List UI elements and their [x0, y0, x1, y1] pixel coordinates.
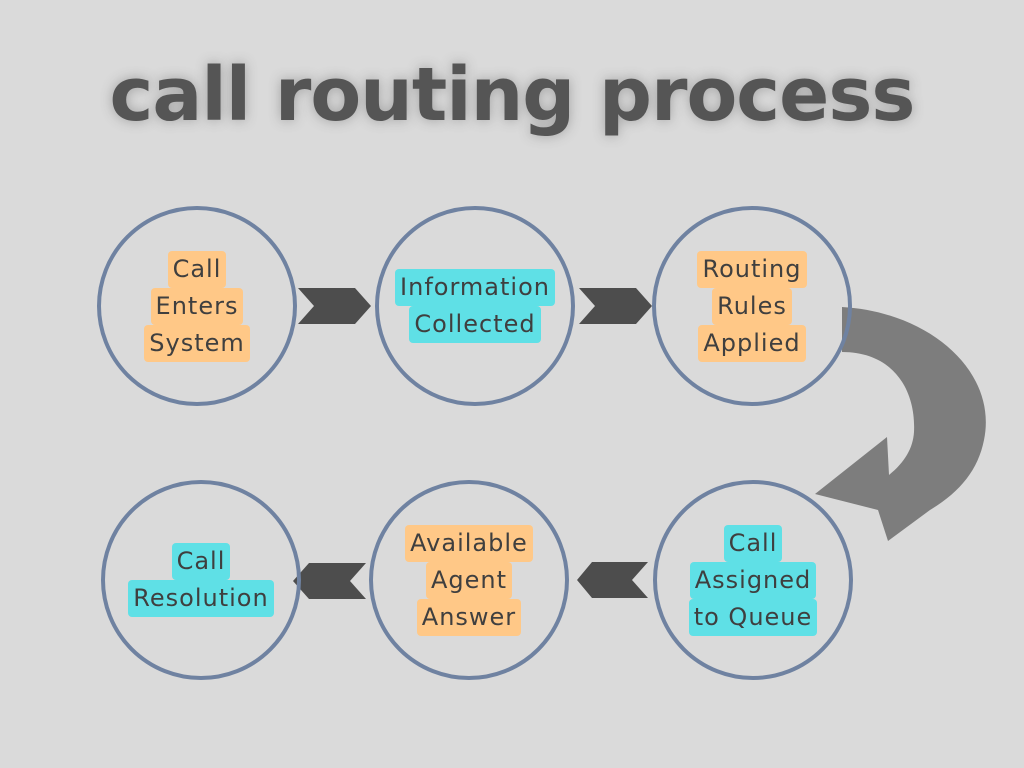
step-label-line: Agent [425, 561, 513, 599]
step-label-line: Answer [416, 598, 522, 636]
step-label-line: Call [167, 250, 227, 288]
step-label-line: Applied [698, 324, 806, 362]
step-label-line: Information [395, 269, 555, 306]
curved-arrow-icon [815, 307, 986, 541]
diagram-title: call routing process [109, 52, 916, 138]
chevron-right-icon [579, 288, 652, 324]
step-label-line: to Queue [688, 598, 818, 636]
step-label-line: System [144, 324, 250, 362]
step-label-line: Call [723, 524, 783, 562]
step-label-line: Call [171, 543, 231, 580]
step-label-line: Assigned [689, 561, 817, 599]
chevron-right-icon [298, 288, 371, 324]
step-label-line: Available [405, 524, 533, 562]
step-label-line: Enters [150, 287, 244, 325]
step-label-line: Rules [712, 287, 792, 325]
chevron-left-icon [293, 563, 366, 599]
step-label-line: Collected [409, 306, 541, 343]
step-label-line: Resolution [128, 580, 274, 617]
chevron-left-icon [577, 562, 648, 598]
step-label-line: Routing [697, 250, 807, 288]
